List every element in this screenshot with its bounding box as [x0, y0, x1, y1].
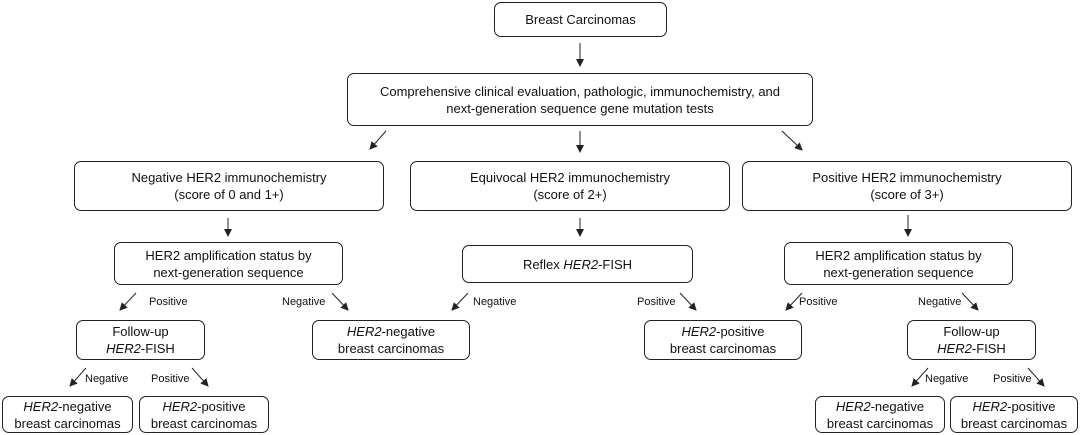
her2-negative-left-box: HER2-negative breast carcinomas — [2, 396, 133, 433]
edge-label-negative: Negative — [473, 296, 517, 308]
arrow-ngsright-to-positive — [785, 292, 803, 311]
edge-label-positive: Positive — [151, 373, 190, 385]
her2-negative-right-box: HER2-negative breast carcinomas — [815, 396, 945, 433]
her2-positive-right-box: HER2-positive breast carcinomas — [950, 396, 1078, 433]
root-box: Breast Carcinomas — [494, 2, 667, 37]
edge-label-negative: Negative — [925, 373, 969, 385]
arrow-reflex-to-negative — [451, 292, 469, 311]
arrow-eval-to-positive — [781, 130, 803, 151]
ngs-left-box: HER2 amplification status by next-genera… — [114, 242, 343, 285]
followup-fish-left-box: Follow-up HER2-FISH — [76, 320, 205, 360]
edge-label-positive: Positive — [637, 296, 676, 308]
followup-fish-right-box: Follow-up HER2-FISH — [907, 320, 1036, 360]
arrow-followupleft-to-negative — [69, 367, 87, 387]
arrow-followupleft-to-positive — [191, 367, 209, 387]
equivocal-ihc-box: Equivocal HER2 immunochemistry (score of… — [410, 161, 730, 211]
positive-ihc-box: Positive HER2 immunochemistry (score of … — [742, 161, 1072, 211]
arrow-ngsright-to-followup — [961, 292, 979, 311]
arrow-eval-to-negative — [369, 130, 387, 150]
arrow-followupright-to-positive — [1027, 367, 1045, 387]
edge-label-positive: Positive — [993, 373, 1032, 385]
edge-label-positive: Positive — [799, 296, 838, 308]
negative-ihc-box: Negative HER2 immunochemistry (score of … — [74, 161, 384, 211]
edge-label-negative: Negative — [85, 373, 129, 385]
evaluation-box: Comprehensive clinical evaluation, patho… — [347, 73, 813, 126]
arrow-reflex-to-positive — [679, 292, 697, 311]
her2-negative-mid-box: HER2-negative breast carcinomas — [312, 320, 470, 360]
arrow-ngsleft-to-followup — [119, 292, 137, 311]
ngs-right-box: HER2 amplification status by next-genera… — [784, 242, 1013, 285]
her2-positive-left-box: HER2-positive breast carcinomas — [139, 396, 269, 433]
edge-label-positive: Positive — [149, 296, 188, 308]
arrow-followupright-to-negative — [911, 367, 929, 387]
arrow-ngsleft-to-negative — [331, 292, 349, 311]
edge-label-negative: Negative — [918, 296, 962, 308]
her2-positive-mid-box: HER2-positive breast carcinomas — [644, 320, 802, 360]
edge-label-negative: Negative — [282, 296, 326, 308]
reflex-fish-box: Reflex HER2-FISH — [462, 245, 693, 283]
